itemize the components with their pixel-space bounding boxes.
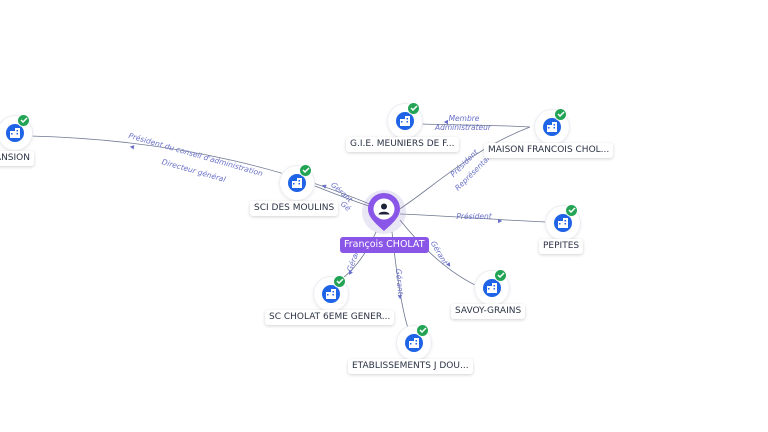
edge-arrow-icon: [397, 294, 403, 300]
person-name-label[interactable]: François CHOLAT: [340, 237, 429, 253]
edge-arrow-icon: [446, 262, 451, 267]
company-icon-circle: [475, 269, 509, 305]
company-icon-circle: [388, 102, 422, 138]
relation-edge: [29, 135, 373, 206]
company-icon-circle: [546, 204, 580, 240]
building-icon: [288, 174, 306, 192]
company-label-maison[interactable]: MAISON FRANCOIS CHOL...: [484, 143, 614, 158]
check-icon: [299, 164, 312, 177]
company-label-sci-des-moulins[interactable]: SCI DES MOULINS: [250, 201, 339, 216]
building-icon: [543, 118, 561, 136]
edge-arrow-icon: [129, 145, 135, 150]
relation-edge: [421, 123, 531, 128]
check-icon: [554, 108, 567, 121]
relation-edge: [314, 185, 373, 208]
edge-arrow-icon: [321, 184, 327, 189]
company-label-gie[interactable]: G.I.E. MEUNIERS DE F...: [346, 137, 459, 152]
edge-role-label: Gé: [339, 199, 353, 213]
building-icon: [6, 124, 24, 142]
company-label-expansion[interactable]: E EXPANSION: [0, 151, 34, 166]
check-icon: [407, 102, 420, 115]
edge-arrow-icon: [348, 270, 353, 275]
relation-edge: [399, 219, 476, 286]
company-label-pepites[interactable]: PEPITES: [539, 239, 584, 254]
building-icon: [405, 334, 423, 352]
check-icon: [565, 204, 578, 217]
edge-role-label: Gérant: [429, 239, 450, 267]
edge-role-label: Président: [456, 212, 492, 221]
edge-role-label: Administrateur: [434, 123, 492, 132]
edge-arrow-icon: [498, 218, 503, 224]
company-label-savoy-grains[interactable]: SAVOY-GRAINS: [451, 304, 526, 319]
building-icon: [396, 112, 414, 130]
company-icon-circle: [314, 275, 348, 311]
person-icon: [368, 193, 400, 231]
edge-role-label: Gérant: [394, 269, 405, 297]
company-icon-circle: [397, 324, 431, 360]
company-icon-circle: [0, 114, 32, 150]
building-icon: [322, 285, 340, 303]
building-icon: [554, 214, 572, 232]
check-icon: [333, 275, 346, 288]
company-icon-circle: [535, 108, 569, 144]
relation-edge: [397, 126, 531, 211]
edge-arrow-icon: [443, 119, 448, 125]
company-label-sc-cholat[interactable]: SC CHOLAT 6EME GENER...: [265, 310, 395, 325]
relation-edge: [399, 213, 546, 223]
company-label-etablissements[interactable]: ETABLISSEMENTS J DOU...: [348, 359, 473, 374]
check-icon: [416, 324, 429, 337]
check-icon: [494, 269, 507, 282]
edge-role-label: Membre: [449, 114, 480, 123]
check-icon: [17, 114, 30, 127]
building-icon: [483, 279, 501, 297]
company-icon-circle: [280, 164, 314, 200]
